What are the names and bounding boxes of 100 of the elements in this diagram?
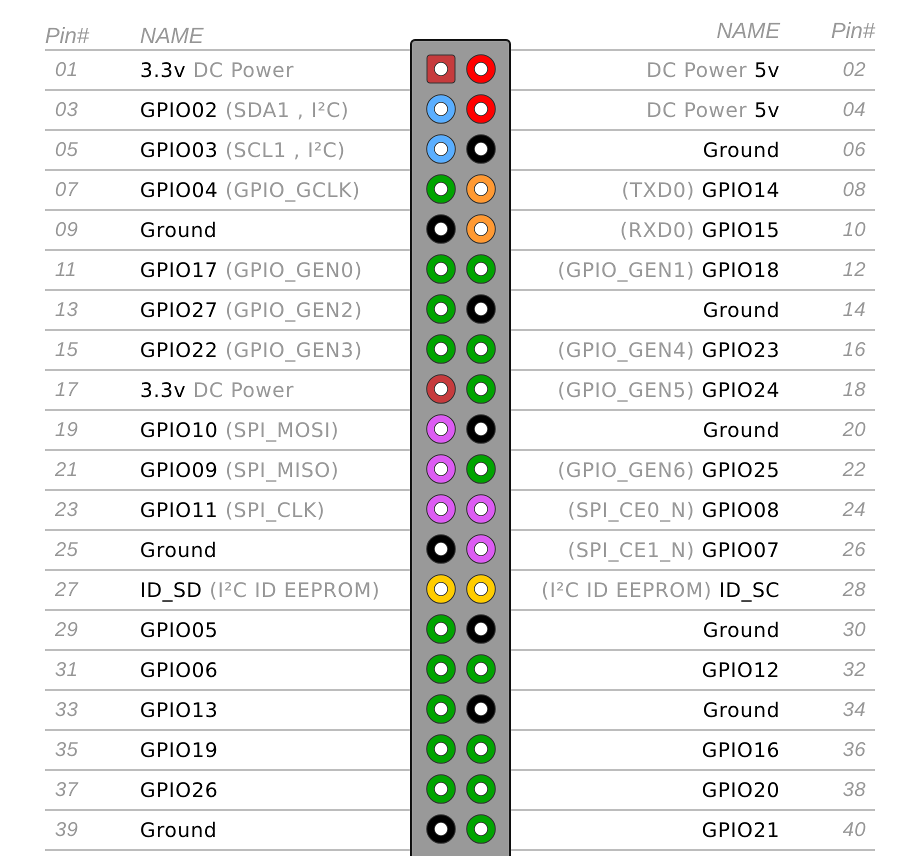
pin-number: 05 [55, 138, 78, 162]
pin-name: GPIO03 [140, 138, 218, 162]
pin-function: (I²C ID EEPROM) [541, 578, 712, 602]
pin-name: GPIO27 [140, 298, 218, 322]
pin-number: 32 [842, 658, 866, 682]
pin-name: Ground [702, 138, 780, 162]
pin-number: 10 [842, 218, 866, 242]
pin-number: 33 [55, 698, 78, 722]
pin-number: 19 [55, 418, 78, 442]
pin-number: 04 [842, 98, 866, 122]
pin-name: GPIO19 [140, 738, 218, 762]
pin-name: GPIO15 [702, 218, 780, 242]
pin-number: 03 [55, 98, 78, 122]
pin-name: Ground [702, 698, 780, 722]
pin-name: 5v [754, 58, 780, 82]
pin-name: GPIO20 [702, 778, 780, 802]
pin-function: (GPIO_GCLK) [225, 178, 360, 202]
pin-name: GPIO02 [140, 98, 218, 122]
pin-number: 15 [55, 338, 78, 362]
pin-name: 3.3v [140, 378, 186, 402]
pin-name: 3.3v [140, 58, 186, 82]
pin-number: 38 [842, 778, 866, 802]
pin-name: Ground [702, 618, 780, 642]
pin-function: (SPI_MISO) [225, 458, 340, 482]
pin-function: (TXD0) [622, 178, 695, 202]
pin-name: GPIO05 [140, 618, 218, 642]
pin-name: GPIO21 [702, 818, 780, 842]
pin-number: 26 [842, 538, 866, 562]
pin-number: 06 [842, 138, 866, 162]
pin-number: 27 [55, 578, 78, 602]
pin-function: (GPIO_GEN2) [225, 298, 362, 322]
pin-number: 25 [55, 538, 78, 562]
pin-name: Ground [140, 818, 218, 842]
pin-function: (I²C ID EEPROM) [209, 578, 380, 602]
pin-number: 21 [55, 458, 78, 482]
pin-name: GPIO11 [140, 498, 218, 522]
pin-function: DC Power [193, 58, 294, 82]
pin-name: GPIO10 [140, 418, 218, 442]
pin-number: 31 [55, 658, 78, 682]
pin-name: ID_SC [719, 578, 780, 602]
pin-name: GPIO22 [140, 338, 218, 362]
pin-name: ID_SD [140, 578, 202, 602]
pin-function: (GPIO_GEN5) [558, 378, 695, 402]
pin-number: 12 [842, 258, 866, 282]
column-header: Pin# [830, 18, 875, 44]
pin-function: (GPIO_GEN4) [558, 338, 695, 362]
pin-number: 17 [55, 378, 78, 402]
column-header: NAME [716, 18, 780, 44]
pin-name: GPIO25 [702, 458, 780, 482]
pin-name: GPIO06 [140, 658, 218, 682]
pin-name: GPIO09 [140, 458, 218, 482]
pin-function: (RXD0) [620, 218, 695, 242]
pin-number: 22 [842, 458, 866, 482]
pin-name: Ground [140, 538, 218, 562]
pin-number: 40 [842, 818, 866, 842]
column-header: Pin# [45, 23, 90, 49]
pin-name: GPIO26 [140, 778, 218, 802]
pin-number: 34 [842, 698, 866, 722]
pin-function: (GPIO_GEN1) [558, 258, 695, 282]
pin-name: GPIO14 [702, 178, 780, 202]
pin-number: 30 [842, 618, 866, 642]
pin-number: 14 [842, 298, 866, 322]
pin-name: Ground [702, 298, 780, 322]
pin-number: 18 [842, 378, 866, 402]
pin-number: 24 [842, 498, 866, 522]
pin-number: 29 [55, 618, 78, 642]
column-header: NAME [140, 23, 204, 49]
pin-function: (SPI_CE1_N) [568, 538, 695, 562]
pin-function: (SCL1 , I²C) [225, 138, 346, 162]
pin-name: GPIO17 [140, 258, 218, 282]
pin-name: GPIO04 [140, 178, 218, 202]
pin-number: 07 [55, 178, 78, 202]
pin-number: 35 [55, 738, 78, 762]
pin-function: DC Power [646, 98, 748, 122]
pin-function: (SPI_CLK) [225, 498, 326, 522]
pin-number: 37 [55, 778, 78, 802]
pin-number: 02 [842, 58, 866, 82]
pin-number: 16 [842, 338, 866, 362]
pin-function: (SPI_MOSI) [225, 418, 340, 442]
pin-number: 39 [55, 818, 78, 842]
pin-number: 36 [842, 738, 866, 762]
pin-function: (GPIO_GEN6) [558, 458, 695, 482]
pin-function: (GPIO_GEN3) [225, 338, 362, 362]
pin-number: 23 [55, 498, 78, 522]
pin-name: GPIO08 [702, 498, 780, 522]
pin-function: (SPI_CE0_N) [568, 498, 695, 522]
pin-name: GPIO12 [702, 658, 780, 682]
pin-name: GPIO16 [702, 738, 780, 762]
pin-name: GPIO13 [140, 698, 218, 722]
pin-number: 28 [842, 578, 866, 602]
pin-function: (SDA1 , I²C) [225, 98, 350, 122]
pin-number: 13 [55, 298, 78, 322]
pin-function: DC Power [646, 58, 748, 82]
pin-name: GPIO24 [702, 378, 780, 402]
pin-name: GPIO07 [702, 538, 780, 562]
pin-name: Ground [702, 418, 780, 442]
pin-function: DC Power [193, 378, 294, 402]
pin-function: (GPIO_GEN0) [225, 258, 362, 282]
pin-name: Ground [140, 218, 218, 242]
pin-name: 5v [754, 98, 780, 122]
